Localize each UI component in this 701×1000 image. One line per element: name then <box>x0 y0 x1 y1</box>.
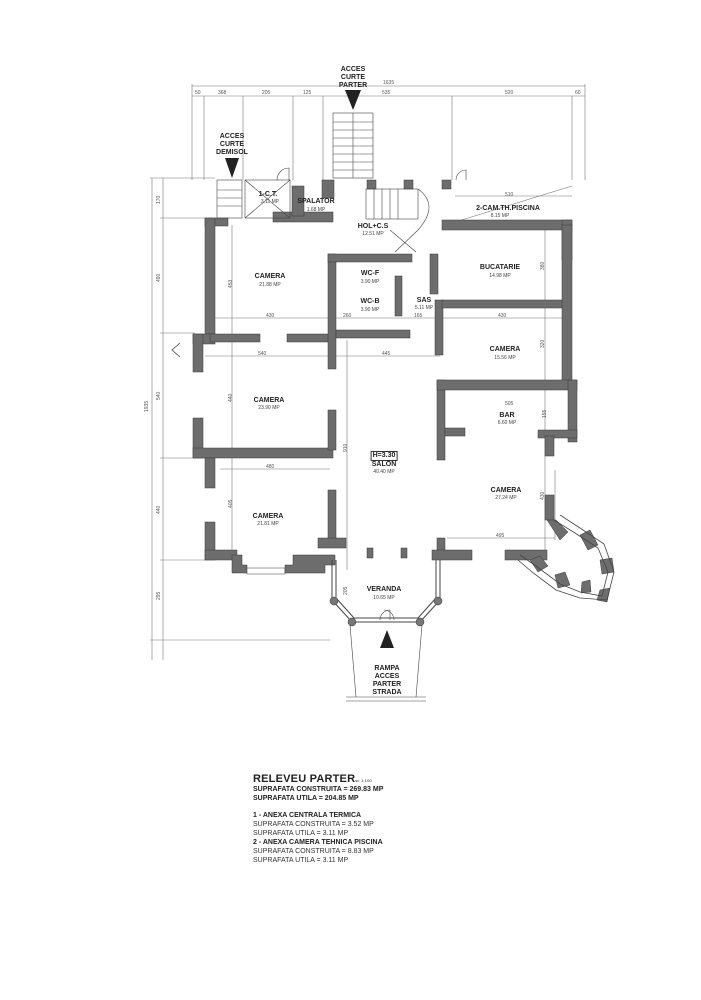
room-bar-area: 6.60 MP <box>497 420 517 426</box>
room-sas-area: 5.11 MP <box>414 305 434 311</box>
room-hol-area: 12.51 MP <box>362 231 384 237</box>
room-camera5-name: CAMERA <box>252 513 284 520</box>
room-spalator-area: 1.68 MP <box>306 207 326 213</box>
plan-scale-note: sc 1:100 <box>355 778 372 783</box>
dim-salon-w: 445 <box>382 351 391 357</box>
room-camera2-area: 15.56 MP <box>494 355 516 361</box>
room-wcb-area: 3.90 MP <box>360 307 380 313</box>
walls <box>192 179 615 603</box>
dim-salon-h: 910 <box>343 443 349 452</box>
room-bucatarie-name: BUCATARIE <box>479 264 521 271</box>
dim-wc-w: 260 <box>343 313 352 319</box>
dim-top-total: 1635 <box>383 80 395 86</box>
annex-2-usable: SUPRAFATA UTILA = 3.11 MP <box>253 857 349 864</box>
dim-sas-w: 165 <box>414 313 423 319</box>
room-bucatarie-area: 14.98 MP <box>489 273 511 279</box>
dim-top-1: 368 <box>218 90 227 96</box>
dim-cam-th-w: 510 <box>505 192 514 198</box>
dim-camera5-w: 480 <box>266 464 275 470</box>
room-wcf-name: WC-F <box>360 270 380 277</box>
room-camera3-name: CAMERA <box>253 397 285 404</box>
room-sas-name: SAS <box>416 297 432 304</box>
access-curte-demisol-label: ACCES CURTE DEMISOL <box>216 133 248 156</box>
room-camera4-name: CAMERA <box>490 487 522 494</box>
dim-top-3: 125 <box>303 90 312 96</box>
room-salon-area: 40.40 MP <box>373 469 395 475</box>
summary-built-area: SUPRAFATA CONSTRUITA = 269.83 MP <box>253 786 384 793</box>
dim-top-0: 50 <box>195 90 201 96</box>
dim-bar-h: 155 <box>542 409 548 418</box>
room-veranda-area: 10.65 MP <box>373 595 395 601</box>
access-arrows <box>225 90 394 648</box>
dim-left-1: 490 <box>156 273 162 282</box>
annex-1-usable: SUPRAFATA UTILA = 3.11 MP <box>253 830 349 837</box>
annex-2-title: 2 - ANEXA CAMERA TEHNICA PISCINA <box>253 839 383 846</box>
room-veranda-name: VERANDA <box>366 586 402 593</box>
room-wcb-name: WC-B <box>360 298 380 305</box>
dim-left-4: 295 <box>156 591 162 600</box>
dim-camera2-w: 430 <box>498 313 507 319</box>
room-ct-name: 1-C.T. <box>258 191 278 198</box>
room-camera5-area: 21.81 MP <box>257 521 279 527</box>
dim-camera1-h: 453 <box>228 279 234 288</box>
room-camera4-area: 27.24 MP <box>495 495 517 501</box>
dim-top-2: 205 <box>262 90 271 96</box>
dim-camera5-h: 405 <box>228 499 234 508</box>
dim-left-0: 170 <box>156 195 162 204</box>
dim-veranda-h: 205 <box>343 586 349 595</box>
summary-usable-area: SUPRAFATA UTILA = 204.85 MP <box>253 795 359 802</box>
plan-title-text: RELEVEU PARTER <box>253 773 356 785</box>
door-swings <box>276 167 467 621</box>
ramp <box>346 624 426 702</box>
veranda-outline <box>331 560 441 623</box>
dim-left-total: 1935 <box>144 400 150 412</box>
annex-1-built: SUPRAFATA CONSTRUITA = 3.52 MP <box>253 821 374 828</box>
dim-bucatarie-h: 380 <box>540 261 546 270</box>
room-salon-name: SALON <box>371 461 397 468</box>
dim-camera3-w: 540 <box>258 351 267 357</box>
veranda-posts <box>329 596 443 627</box>
dim-camera2-h: 320 <box>540 339 546 348</box>
dim-camera4-w: 495 <box>496 533 505 539</box>
room-spalator-name: SPALATOR <box>297 198 335 205</box>
dimension-lines <box>150 84 586 660</box>
access-rampa-strada-label: RAMPA ACCES PARTER STRADA <box>372 665 402 696</box>
plan-title: RELEVEU PARTERsc 1:100 <box>253 773 383 785</box>
room-camera2-name: CAMERA <box>489 346 521 353</box>
room-camera3-area: 23.90 MP <box>258 405 280 411</box>
room-wcf-area: 3.90 MP <box>360 279 380 285</box>
dim-bar-w: 505 <box>505 401 514 407</box>
room-hol-name: HOL+C.S <box>357 223 389 230</box>
stairs-interior <box>365 188 430 253</box>
dim-camera4-h: 430 <box>540 491 546 500</box>
dim-top-5: 520 <box>505 90 514 96</box>
stairs-demisol <box>216 179 291 219</box>
access-curte-parter-label: ACCES CURTE PARTER <box>338 66 368 89</box>
salon-height-tag: H=3.30 <box>370 451 398 461</box>
room-camera1-name: CAMERA <box>254 273 286 280</box>
dim-camera1-w: 430 <box>266 313 275 319</box>
room-cam-th-area: 8.15 MP <box>490 213 510 219</box>
room-camera1-area: 21.88 MP <box>259 282 281 288</box>
dim-camera3-h: 440 <box>228 393 234 402</box>
room-bar-name: BAR <box>499 412 515 419</box>
room-ct-area: 3.11 MP <box>260 199 280 205</box>
bay-window-outline <box>517 514 615 601</box>
annex-1-title: 1 - ANEXA CENTRALA TERMICA <box>253 812 362 819</box>
plan-legend: RELEVEU PARTERsc 1:100 SUPRAFATA CONSTRU… <box>253 773 383 865</box>
dim-left-2: 540 <box>156 391 162 400</box>
dim-top-6: 60 <box>575 90 581 96</box>
section-mark <box>171 342 181 358</box>
stairs-parter <box>332 112 374 179</box>
dim-top-4: 535 <box>382 90 391 96</box>
dim-left-3: 440 <box>156 505 162 514</box>
annex-2-built: SUPRAFATA CONSTRUITA = 8.83 MP <box>253 848 374 855</box>
room-cam-th-name: 2-CAM.TH.PISCINA <box>476 205 540 212</box>
